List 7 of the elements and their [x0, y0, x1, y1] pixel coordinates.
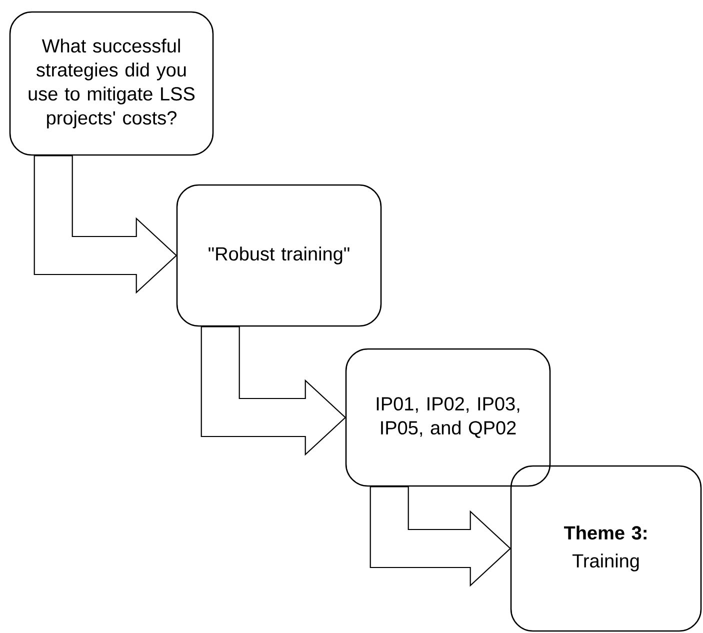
block-arrow [34, 155, 178, 294]
process-box: Theme 3: Training [510, 465, 702, 632]
process-box: What successful strategies did you use to mitigate LSS projects' costs? [9, 11, 214, 156]
process-box: "Robust training" [176, 184, 382, 327]
block-arrow [200, 326, 346, 456]
block-arrow [370, 486, 512, 587]
process-box: IP01, IP02, IP03, IP05, and QP02 [345, 348, 551, 487]
